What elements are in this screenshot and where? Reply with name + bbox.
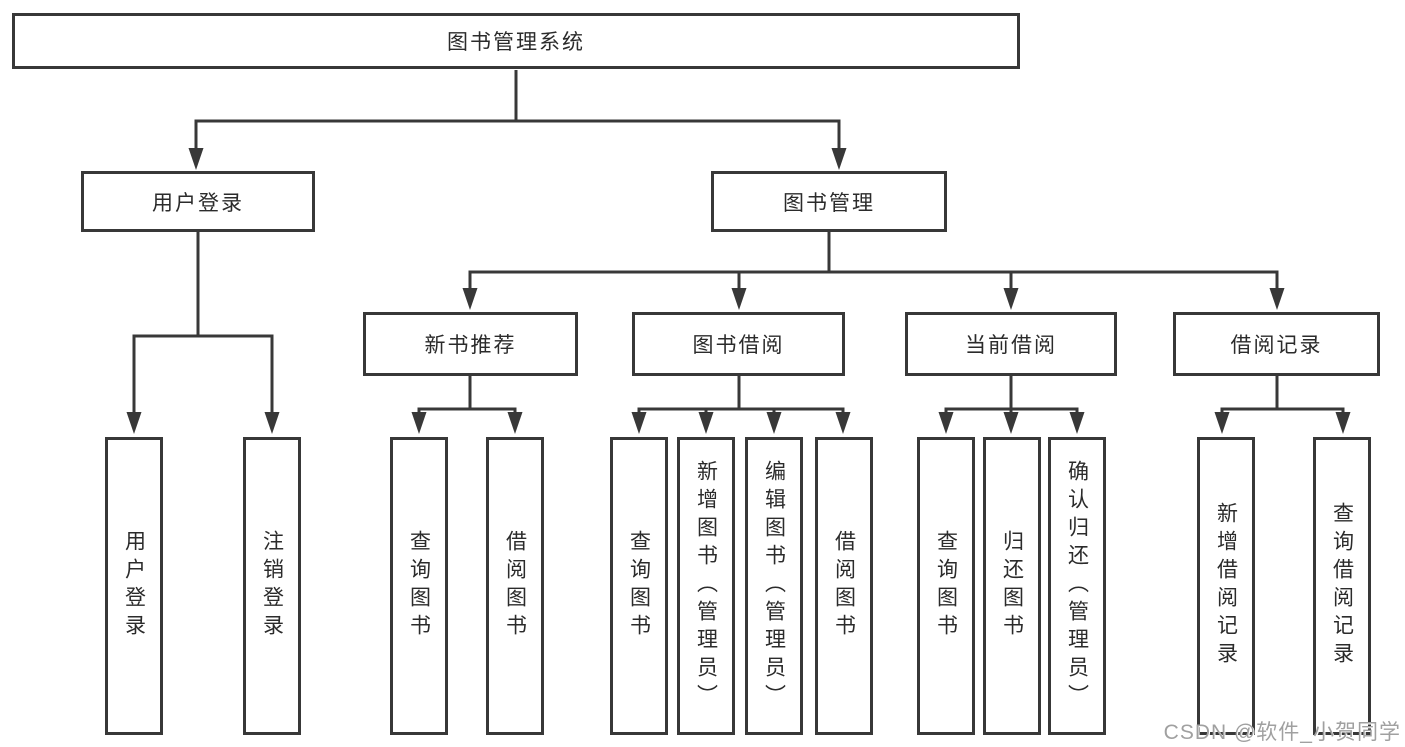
node-leaf-confirm-return-admin: 确认归还（管理员） bbox=[1048, 437, 1106, 735]
watermark: CSDN @软件_小贺同学 bbox=[1163, 721, 1401, 744]
node-leaf-query-books-borrowing: 查询图书 bbox=[610, 437, 668, 735]
node-user-login: 用户登录 bbox=[81, 171, 315, 232]
node-leaf-query-borrow-record: 查询借阅记录 bbox=[1313, 437, 1371, 735]
node-leaf-add-borrow-record: 新增借阅记录 bbox=[1197, 437, 1255, 735]
node-leaf-borrow-books-recommend: 借阅图书 bbox=[486, 437, 544, 735]
node-current-borrowing: 当前借阅 bbox=[905, 312, 1117, 376]
node-book-borrowing: 图书借阅 bbox=[632, 312, 845, 376]
node-borrow-records: 借阅记录 bbox=[1173, 312, 1380, 376]
node-leaf-edit-books-admin: 编辑图书（管理员） bbox=[745, 437, 803, 735]
node-system-root: 图书管理系统 bbox=[12, 13, 1020, 69]
node-leaf-query-books-current: 查询图书 bbox=[917, 437, 975, 735]
node-leaf-user-login: 用户登录 bbox=[105, 437, 163, 735]
node-leaf-return-books: 归还图书 bbox=[983, 437, 1041, 735]
node-book-management: 图书管理 bbox=[711, 171, 947, 232]
node-leaf-add-books-admin: 新增图书（管理员） bbox=[677, 437, 735, 735]
node-leaf-logout: 注销登录 bbox=[243, 437, 301, 735]
node-new-book-recommend: 新书推荐 bbox=[363, 312, 578, 376]
node-leaf-query-books-recommend: 查询图书 bbox=[390, 437, 448, 735]
node-leaf-borrow-books: 借阅图书 bbox=[815, 437, 873, 735]
